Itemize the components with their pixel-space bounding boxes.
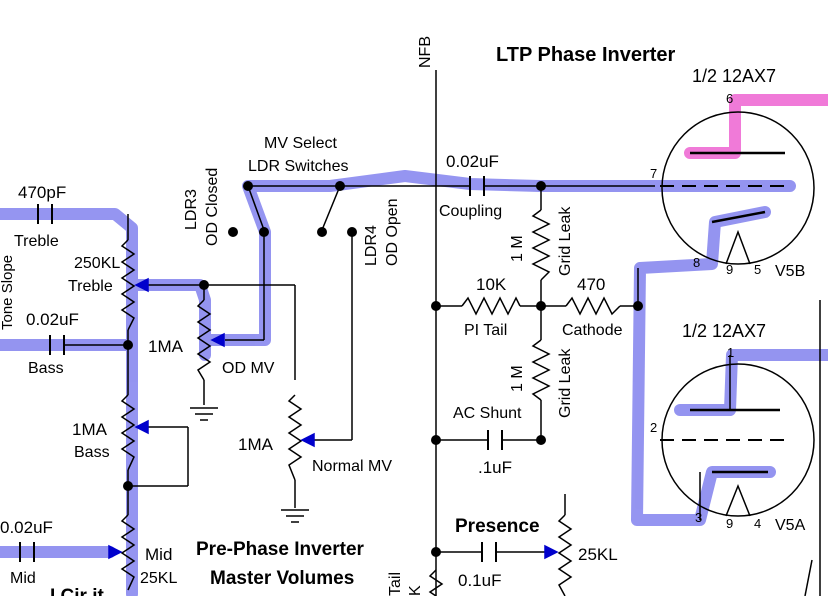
ldr3-label: LDR3 xyxy=(183,189,200,230)
highlight-v5b-plate-down xyxy=(631,206,776,526)
v5b-pin-plate: 6 xyxy=(726,91,733,106)
grid-leak2-label: Grid Leak xyxy=(557,348,574,418)
k-partial: K xyxy=(407,585,424,596)
normal-mv-value: 1MA xyxy=(238,435,274,454)
mid-pot-value: 25KL xyxy=(140,570,177,587)
bass-cap-value: 0.02uF xyxy=(26,310,79,329)
mid-cap-value: 0.02uF xyxy=(0,518,53,537)
ldr4-state: OD Open xyxy=(384,198,401,266)
grid-leak-value: 1 M xyxy=(509,235,526,262)
od-mv-pot xyxy=(196,299,212,381)
capacitors xyxy=(19,176,503,562)
mid-pot-label: Mid xyxy=(145,545,172,564)
pink-highlight xyxy=(684,94,828,159)
ppi-title: Pre-Phase Inverter xyxy=(196,539,365,560)
wiper-arrows xyxy=(108,277,559,560)
ldr-switches-label: LDR Switches xyxy=(248,158,348,175)
ldr3-state: OD Closed xyxy=(204,168,221,246)
treble-pot xyxy=(120,239,136,331)
normal-mv-pot xyxy=(287,394,303,481)
normal-mv-label: Normal MV xyxy=(312,458,392,475)
v5b-pin-heater2: 5 xyxy=(754,262,761,277)
nfb-label: NFB xyxy=(417,36,434,68)
treble-pot-label: Treble xyxy=(68,278,113,295)
treble-cap-label: Treble xyxy=(14,233,59,250)
ac-shunt-label: AC Shunt xyxy=(453,405,522,422)
tone-slope-label: Tone Slope xyxy=(0,255,16,330)
signal-highlight-paths xyxy=(0,170,828,596)
presence-pot xyxy=(557,514,573,596)
mid-pot xyxy=(120,514,136,591)
v5b-type: 1/2 12AX7 xyxy=(692,66,776,86)
tube-v5b xyxy=(660,111,815,265)
grid-leak-resistor xyxy=(531,209,551,281)
v5a-pin-heater2: 4 xyxy=(754,516,761,531)
v5b-pin-grid: 7 xyxy=(650,166,657,181)
wires xyxy=(64,70,731,596)
grid-leak2-resistor xyxy=(531,339,551,401)
resistors xyxy=(120,209,621,596)
bass-pot-label: Bass xyxy=(74,444,110,461)
v5b-pin-heater: 9 xyxy=(726,262,733,277)
cathode-value: 470 xyxy=(577,275,605,294)
v5a-pin-plate: 1 xyxy=(727,345,734,360)
bass-pot xyxy=(120,394,136,471)
ac-shunt-value: .1uF xyxy=(478,458,512,477)
mv-select-label: MV Select xyxy=(264,135,337,152)
presence-pot-value: 25KL xyxy=(578,545,618,564)
v5b-name: V5B xyxy=(775,263,805,280)
labels: LTP Phase Inverter 1/2 12AX7 1/2 12AX7 V… xyxy=(0,36,806,596)
od-mv-value: 1MA xyxy=(148,337,184,356)
cap-470pf-value: 470pF xyxy=(18,183,66,202)
cathode-resistor xyxy=(565,296,621,316)
highlight-v5a-plate xyxy=(674,349,828,416)
mid-cap-label: Mid xyxy=(10,570,36,587)
tail-partial: Tail xyxy=(387,572,404,596)
od-mv-label: OD MV xyxy=(222,360,275,377)
tube-v5a xyxy=(660,363,815,517)
v5a-name: V5A xyxy=(775,517,806,534)
bass-pot-value: 1MA xyxy=(72,420,108,439)
coupling-cap-label: Coupling xyxy=(439,203,502,220)
v5a-pin-grid: 2 xyxy=(650,420,657,435)
section-partial: I Cir it xyxy=(50,586,105,596)
pi-tail-resistor xyxy=(461,296,521,316)
ldr4-label: LDR4 xyxy=(363,225,380,266)
highlight-ldr xyxy=(204,170,796,346)
presence-cap-value: 0.1uF xyxy=(458,571,501,590)
bass-cap-label: Bass xyxy=(28,360,64,377)
grid-leak2-value: 1 M xyxy=(509,365,526,392)
grid-leak-label: Grid Leak xyxy=(557,206,574,276)
v5a-pin-heater: 9 xyxy=(726,516,733,531)
v5a-pin-cathode: 3 xyxy=(695,510,702,525)
v5a-type: 1/2 12AX7 xyxy=(682,321,766,341)
v5b-pin-cathode: 8 xyxy=(693,255,700,270)
ground-symbols xyxy=(190,407,309,523)
presence-title: Presence xyxy=(455,516,540,537)
cathode-label: Cathode xyxy=(562,322,623,339)
treble-pot-value: 250KL xyxy=(74,255,120,272)
pi-tail-value: 10K xyxy=(476,275,507,294)
ppi-subtitle: Master Volumes xyxy=(210,568,354,589)
ltp-title: LTP Phase Inverter xyxy=(496,44,676,66)
coupling-cap-value: 0.02uF xyxy=(446,152,499,171)
pi-tail-label: PI Tail xyxy=(464,322,507,339)
junctions xyxy=(123,181,643,557)
